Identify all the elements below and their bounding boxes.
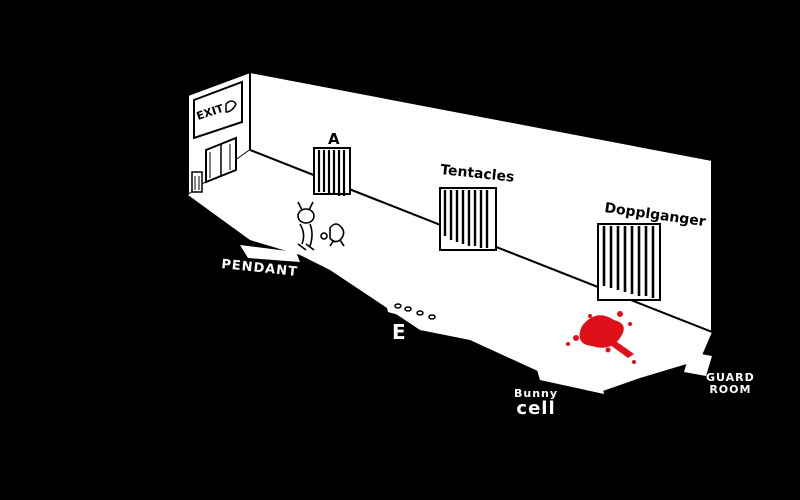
guard-room-label-line1: GUARD (706, 371, 755, 384)
door-tentacles-label: Tentacles (440, 162, 515, 186)
bunny-cell-label-line1: Bunny (514, 387, 559, 400)
guard-room-label: GUARD ROOM (706, 372, 755, 395)
trash-can[interactable] (191, 171, 203, 193)
pendant-ledge (240, 245, 300, 262)
e-label: E (392, 320, 407, 344)
door-a[interactable] (313, 147, 351, 196)
door-doppleganger[interactable] (597, 223, 661, 301)
blood-splatter (566, 311, 636, 364)
player-bunny-character[interactable] (297, 201, 328, 251)
companion-creature[interactable] (329, 223, 345, 247)
door-a-label: A (328, 130, 340, 148)
e-items[interactable] (394, 303, 436, 320)
exit-door[interactable] (205, 136, 237, 184)
exit-sign-icon (225, 100, 237, 113)
bunny-cell-label-line2: cell (516, 397, 556, 419)
exit-sign[interactable]: EXIT (193, 80, 243, 140)
guard-room-label-line2: ROOM (709, 382, 752, 396)
bunny-cell-ledge (534, 360, 604, 394)
guard-room-ledge (684, 352, 712, 376)
door-tentacles[interactable] (439, 187, 497, 251)
bunny-cell-label: Bunny cell (514, 388, 558, 418)
